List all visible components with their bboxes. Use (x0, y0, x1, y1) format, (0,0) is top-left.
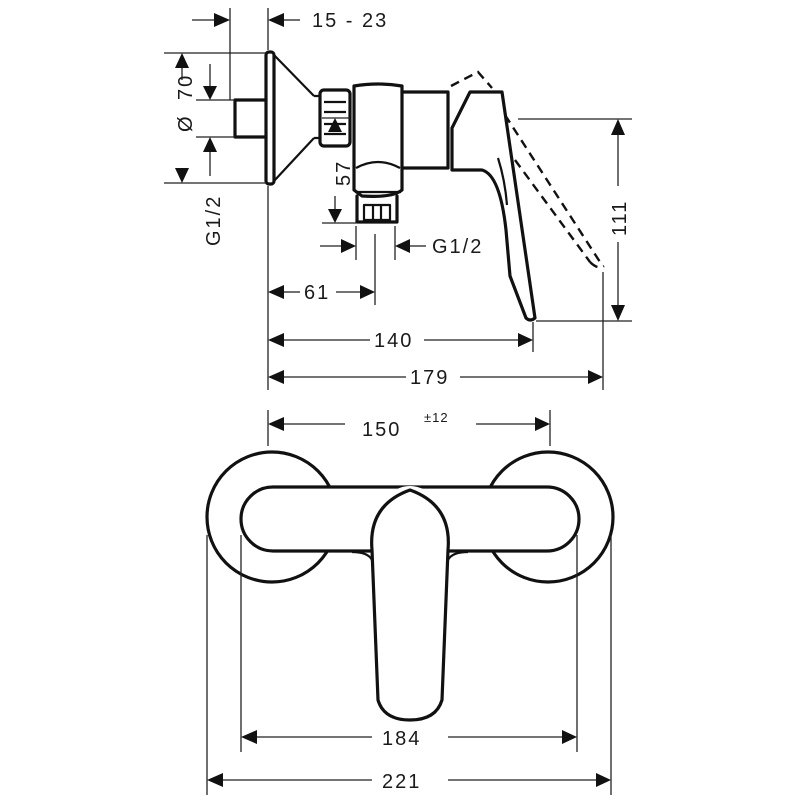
wall-flange (264, 50, 322, 186)
dim-center-distance-label: 150 (362, 419, 401, 441)
dim-inlet-thread-label: G1/2 (203, 195, 225, 246)
dim-max-depth: 179 (268, 272, 604, 390)
dim-outlet-height: 57 (322, 117, 356, 224)
side-view: 15 - 23 Ø 70 G1/2 (164, 8, 632, 390)
dim-lever-height: 111 (518, 118, 632, 322)
dim-flange-diameter: Ø 70 (164, 52, 266, 184)
dim-max-depth-label: 179 (410, 367, 449, 389)
mixer-body (352, 82, 450, 198)
outlet-nut (355, 194, 399, 224)
svg-text:Ø: Ø (175, 114, 197, 132)
dim-inner-width: 184 (240, 535, 578, 752)
dim-outlet-depth: 61 (267, 186, 376, 390)
dim-inner-width-label: 184 (382, 728, 421, 750)
front-view: 150 ±12 184 221 (205, 410, 615, 795)
dim-outlet-thread: G1/2 (320, 226, 483, 260)
dim-lever-depth-label: 140 (374, 330, 413, 352)
dim-center-distance-tolerance: ±12 (424, 410, 449, 425)
lever-front (351, 486, 469, 722)
dim-lever-height-label: 111 (609, 200, 631, 236)
dim-outlet-thread-label: G1/2 (432, 236, 483, 258)
dim-overall-width: 221 (206, 535, 612, 795)
dim-overall-width-label: 221 (382, 771, 421, 793)
lever-dashed (450, 70, 605, 269)
dim-wall-offset: 15 - 23 (192, 8, 388, 100)
dim-center-distance: 150 ±12 (267, 410, 551, 446)
dim-wall-offset-label: 15 - 23 (312, 10, 388, 32)
dim-inlet-thread: G1/2 (196, 64, 235, 246)
dim-flange-diameter-label: 70 (175, 74, 197, 100)
dim-outlet-height-label: 57 (333, 160, 355, 186)
dim-outlet-depth-label: 61 (304, 282, 330, 304)
diameter-symbol: Ø (175, 114, 197, 132)
dim-lever-depth: 140 (268, 322, 534, 352)
lever-solid (450, 90, 537, 322)
inlet-stub (233, 98, 268, 139)
